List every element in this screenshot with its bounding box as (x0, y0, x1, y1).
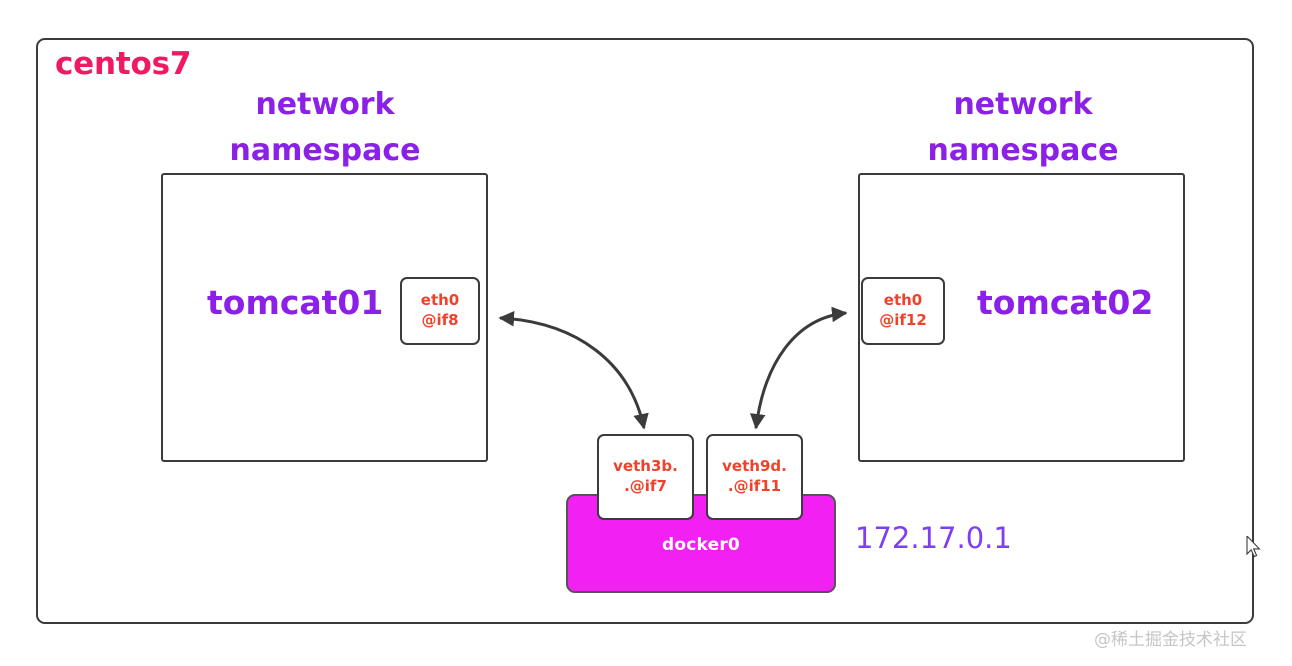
interface-peer-if8: @if8 (421, 311, 459, 329)
watermark: @稀土掘金技术社区 (1094, 630, 1247, 650)
namespace-title-right: network namespace (927, 87, 1119, 168)
bridge-ip-address: 172.17.0.1 (855, 521, 1012, 555)
interface-box-eth0-if8: eth0 @if8 (400, 277, 480, 345)
namespace-title-left: network namespace (229, 87, 421, 168)
docker0-label: docker0 (662, 535, 740, 555)
interface-peer-if12: @if12 (879, 311, 927, 329)
interface-peer-if7: .@if7 (624, 477, 667, 495)
interface-name-veth3b: veth3b. (613, 457, 678, 476)
mouse-pointer-icon (1246, 536, 1261, 558)
interface-box-veth9d: veth9d. .@if11 (706, 434, 803, 520)
interface-peer-if11: .@if11 (727, 477, 782, 495)
interface-name-eth0-right: eth0 (883, 291, 923, 310)
interface-name-eth0-left: eth0 (420, 291, 460, 310)
interface-box-eth0-if12: eth0 @if12 (861, 277, 945, 345)
container-name-tomcat02: tomcat02 (977, 283, 1154, 322)
interface-box-veth3b: veth3b. .@if7 (597, 434, 694, 520)
interface-name-veth9d: veth9d. (722, 457, 787, 476)
container-name-tomcat01: tomcat01 (207, 283, 384, 322)
host-label: centos7 (55, 46, 192, 82)
